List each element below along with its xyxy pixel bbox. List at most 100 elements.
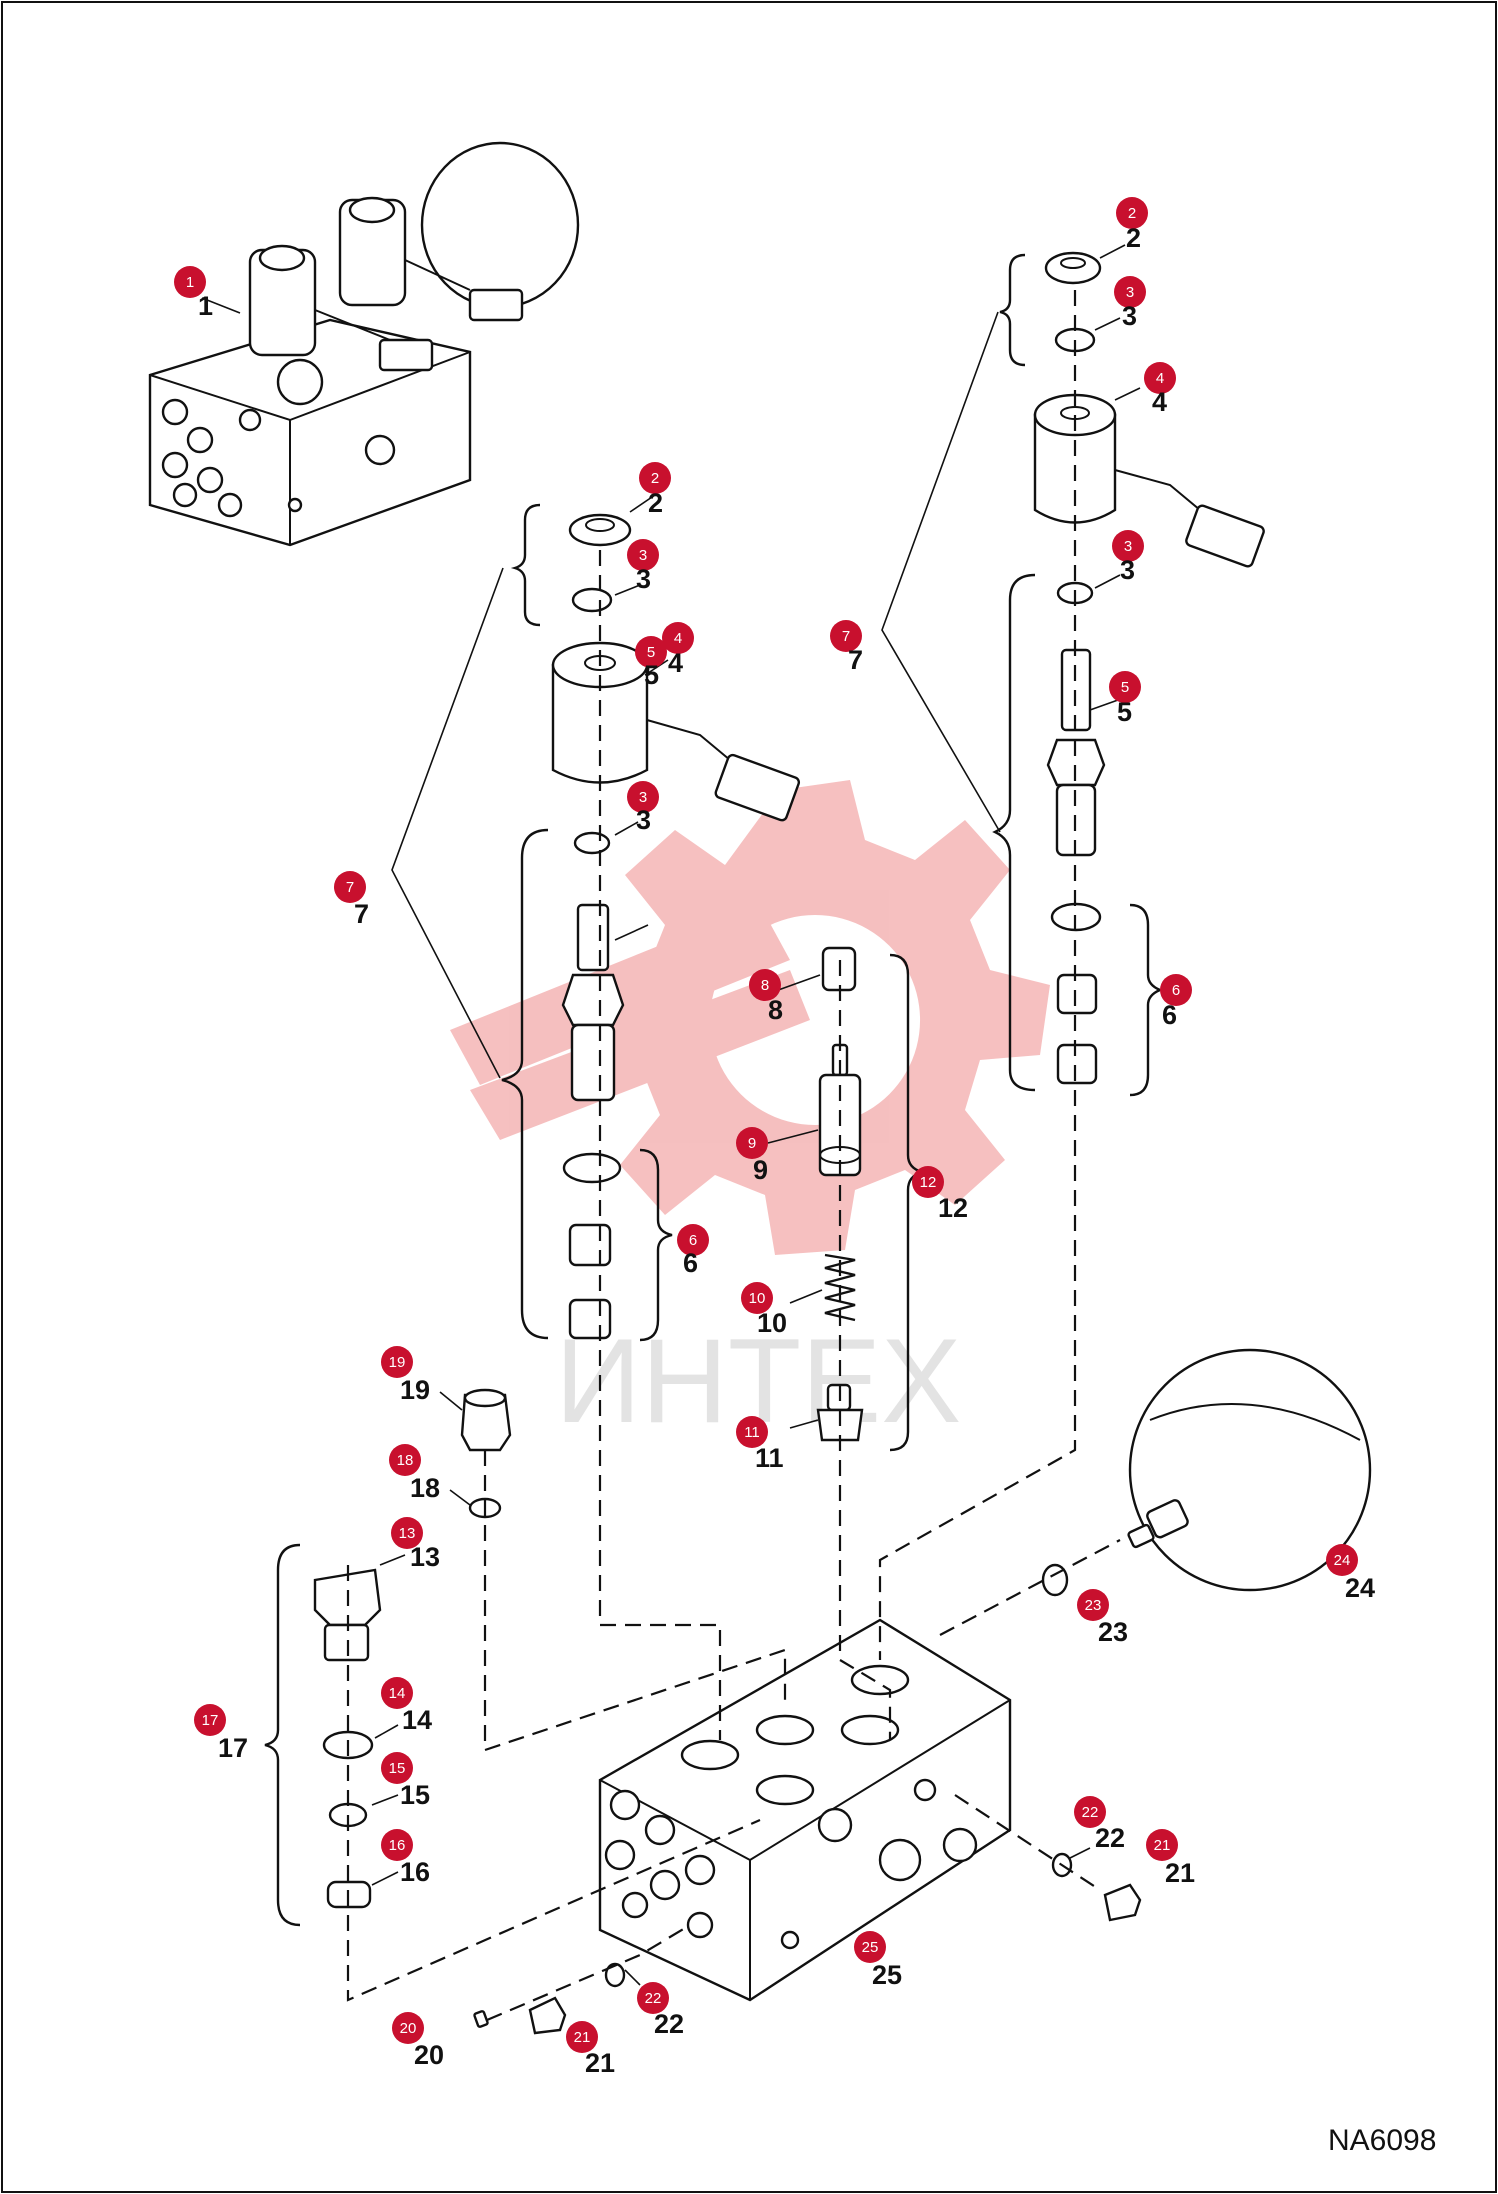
callout-reference-number: 8 — [768, 995, 783, 1025]
callout-reference-number: 11 — [755, 1443, 784, 1473]
callout-badge-number: 2 — [1128, 205, 1136, 222]
callout-3: 33 — [1112, 530, 1144, 585]
callout-reference-number: 9 — [753, 1155, 768, 1185]
callout-2: 22 — [639, 462, 671, 518]
callout-badge — [1109, 671, 1141, 703]
connector-left — [714, 753, 801, 822]
callout-badge-number: 20 — [400, 2020, 417, 2037]
callout-reference-number: 5 — [1117, 697, 1132, 727]
callout-badge-number: 16 — [389, 1837, 406, 1854]
callout-5: 55 — [1109, 671, 1141, 727]
callout-badge-number: 6 — [1172, 982, 1180, 999]
callout-3: 33 — [1114, 276, 1146, 331]
o-ring-left-upper — [571, 587, 613, 613]
callout-reference-number: 23 — [1098, 1617, 1128, 1647]
callout-badge-number: 15 — [389, 1760, 406, 1777]
callout-badge — [1144, 362, 1176, 394]
diagram-code: NA6098 — [1328, 2124, 1436, 2157]
callout-6: 66 — [1160, 974, 1192, 1030]
solenoid-coil-left — [551, 663, 649, 784]
callout-reference-number: 21 — [585, 2048, 615, 2078]
callout-leaders — [201, 244, 1141, 1986]
callout-badge — [749, 969, 781, 1001]
callout-badge — [1160, 974, 1192, 1006]
callout-badge — [1112, 530, 1144, 562]
left-valve-exploded — [551, 513, 801, 1340]
callout-badge-number: 17 — [202, 1712, 219, 1729]
callout-badge-number: 24 — [1334, 1552, 1351, 1569]
callout-badge-number: 5 — [647, 644, 655, 661]
watermark-gear-logo — [450, 780, 1050, 1255]
accumulator-sphere-small — [420, 141, 580, 309]
callout-badge-number: 23 — [1085, 1597, 1102, 1614]
plug-21-right — [1103, 1883, 1142, 1922]
accumulator-sphere — [1127, 1348, 1372, 1592]
callout-reference-number: 1 — [198, 291, 213, 321]
callout-7: 77 — [334, 871, 369, 929]
callout-badge-number: 22 — [1082, 1804, 1099, 1821]
callout-badge — [635, 636, 667, 668]
callout-9: 99 — [736, 1127, 768, 1185]
callout-badge — [381, 1677, 413, 1709]
callout-reference-number: 19 — [400, 1375, 430, 1405]
callout-2: 22 — [1116, 197, 1148, 253]
callout-reference-number: 3 — [636, 805, 651, 835]
callout-badge — [912, 1166, 944, 1198]
callout-badge-number: 7 — [346, 879, 354, 896]
callout-badge — [392, 2012, 424, 2044]
callout-badge — [1077, 1589, 1109, 1621]
o-ring-left-lower — [573, 831, 611, 855]
callout-badge — [677, 1224, 709, 1256]
callout-group: 1122333344556677223344337755668899101011… — [174, 197, 1375, 2078]
callout-badge — [736, 1416, 768, 1448]
callout-badge — [662, 622, 694, 654]
callout-badge — [1146, 1829, 1178, 1861]
callout-badge — [854, 1931, 886, 1963]
callout-3: 33 — [627, 539, 659, 594]
callout-reference-number: 22 — [1095, 1823, 1125, 1853]
callout-reference-number: 15 — [400, 1780, 430, 1810]
assembled-valve-view — [148, 141, 580, 547]
callout-badge — [627, 539, 659, 571]
callout-badge-number: 2 — [651, 470, 659, 487]
callout-reference-number: 6 — [683, 1248, 698, 1278]
bottom-small-parts — [473, 1563, 1142, 2035]
callout-badge-number: 12 — [920, 1174, 937, 1191]
callout-reference-number: 4 — [668, 648, 683, 678]
plug-21-left — [528, 1996, 567, 2035]
callout-reference-number: 10 — [757, 1308, 787, 1338]
seal-ring-left — [562, 1152, 622, 1184]
callout-6: 66 — [677, 1224, 709, 1278]
callout-reference-number: 14 — [402, 1705, 432, 1735]
callout-reference-number: 3 — [1122, 301, 1137, 331]
callout-badge-number: 13 — [399, 1525, 416, 1542]
callout-reference-number: 17 — [218, 1733, 248, 1763]
callout-3: 33 — [627, 781, 659, 835]
callout-badge — [174, 266, 206, 298]
callout-badge-number: 7 — [842, 628, 850, 645]
callout-badge-number: 25 — [862, 1939, 879, 1956]
callout-badge — [1116, 197, 1148, 229]
callout-reference-number: 3 — [636, 564, 651, 594]
callout-badge — [736, 1127, 768, 1159]
callout-badge-number: 14 — [389, 1685, 406, 1702]
callout-badge-number: 8 — [761, 977, 769, 994]
callout-badge — [194, 1704, 226, 1736]
callout-reference-number: 4 — [1152, 387, 1167, 417]
callout-reference-number: 22 — [654, 2009, 684, 2039]
callout-reference-number: 13 — [410, 1542, 440, 1572]
callout-badge — [381, 1829, 413, 1861]
callout-badge — [627, 781, 659, 813]
callout-badge-number: 3 — [639, 789, 647, 806]
callout-badge-number: 3 — [1126, 284, 1134, 301]
